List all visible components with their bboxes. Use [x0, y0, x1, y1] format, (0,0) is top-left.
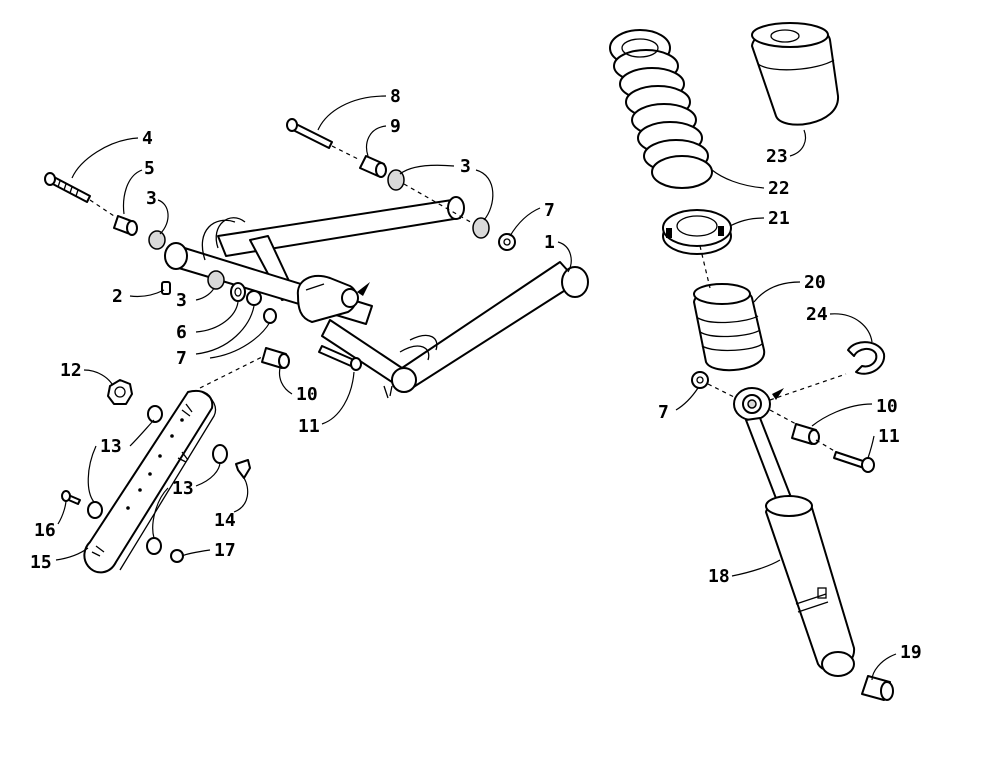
callout-7-top: 7	[544, 200, 555, 221]
bushing-3-left-top	[148, 230, 166, 250]
callout-11-left: 11	[298, 416, 320, 437]
callout-19: 19	[900, 642, 922, 663]
bushing-3-top-left	[387, 169, 405, 191]
callout-22: 22	[768, 178, 790, 199]
nut-7-right	[691, 371, 709, 389]
callout-24: 24	[806, 304, 828, 325]
callout-21: 21	[768, 208, 790, 229]
nut-7-top	[498, 233, 516, 251]
callout-23: 23	[766, 146, 788, 167]
bolt-11-right	[833, 451, 875, 473]
callout-11-right: 11	[878, 426, 900, 447]
callout-16: 16	[34, 520, 56, 541]
bushing-19	[861, 675, 894, 701]
a-arm-frame	[164, 196, 589, 399]
bushing-3-top-right	[472, 217, 490, 239]
callout-10-right: 10	[876, 396, 898, 417]
callout-4: 4	[142, 128, 153, 149]
callout-6: 6	[176, 322, 187, 343]
nut-17	[170, 549, 184, 563]
limiter-strap-15	[83, 390, 217, 574]
c-clip-24	[847, 341, 886, 375]
callout-13-top: 13	[100, 436, 122, 457]
shock-absorber-18	[733, 387, 856, 677]
spacer-5	[113, 215, 138, 236]
callout-8: 8	[390, 86, 401, 107]
callout-3-left-top: 3	[146, 188, 157, 209]
grease-fitting-2	[161, 281, 171, 295]
bolt-11-left	[318, 345, 362, 371]
bolt-16	[61, 490, 81, 505]
wing-clip-14	[235, 459, 251, 479]
nut-7-left	[246, 290, 277, 324]
callout-12: 12	[60, 360, 82, 381]
arrow-marker-icon	[357, 282, 370, 296]
sleeve-10-right	[791, 423, 820, 445]
knob-12	[107, 379, 133, 405]
shock-boot-23	[751, 22, 840, 126]
callout-7-left: 7	[176, 348, 187, 369]
callout-18: 18	[708, 566, 730, 587]
callout-20: 20	[804, 272, 826, 293]
washer-6	[230, 282, 246, 302]
spacer-9	[359, 155, 387, 178]
callout-13-mid: 13	[172, 478, 194, 499]
callout-9: 9	[390, 116, 401, 137]
coil-spring-22	[609, 29, 713, 189]
pivot-bolt-left	[44, 172, 91, 203]
washer-13-left	[87, 501, 103, 519]
callout-2: 2	[112, 286, 123, 307]
callout-10-left: 10	[296, 384, 318, 405]
washer-13-mid	[212, 444, 228, 464]
leader-lines	[55, 95, 897, 681]
callout-14: 14	[214, 510, 236, 531]
callout-7-right: 7	[658, 402, 669, 423]
bushing-3-left-bottom	[207, 270, 225, 290]
callout-15: 15	[30, 552, 52, 573]
pivot-bolt-8	[286, 118, 333, 149]
sleeve-10-left	[261, 347, 290, 369]
spring-retainer-21	[662, 209, 732, 255]
callout-3-left-bottom: 3	[176, 290, 187, 311]
arrow-marker-icon-2	[772, 388, 784, 400]
callout-17: 17	[214, 540, 236, 561]
callout-labels: 1 2 3 3 3 4 5 6 7 7 7 8 9 10 10 11 11 12…	[30, 86, 922, 663]
callout-3-top: 3	[460, 156, 471, 177]
callout-1: 1	[544, 232, 555, 253]
washer-13-top	[147, 405, 163, 423]
washer-13-bottom	[146, 537, 162, 555]
bump-stop-20	[693, 283, 766, 372]
callout-5: 5	[144, 158, 155, 179]
